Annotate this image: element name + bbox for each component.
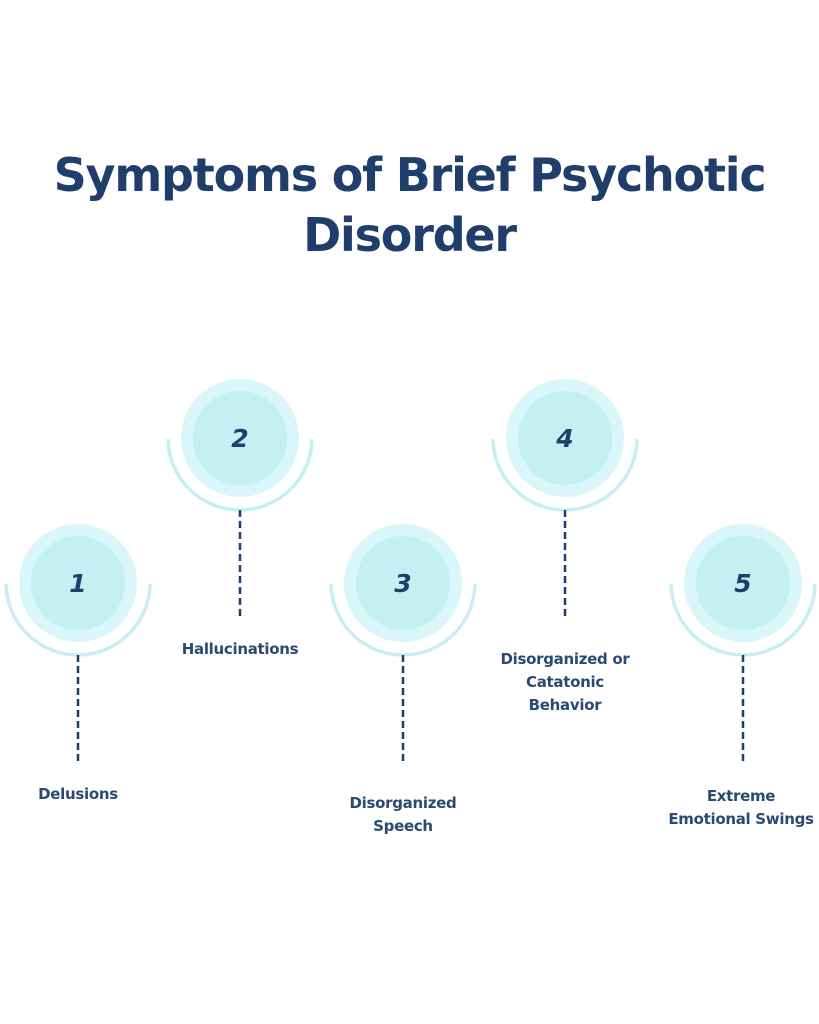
step-5-arc xyxy=(669,583,817,657)
step-4-arc xyxy=(491,438,639,512)
step-5-number: 5 xyxy=(734,569,751,598)
title-line-1: Symptoms of Brief Psychotic xyxy=(53,148,767,202)
step-4-inner-disc xyxy=(518,391,612,485)
step-2-inner-disc xyxy=(193,391,287,485)
step-3-number: 3 xyxy=(394,569,411,598)
step-1: 1 xyxy=(4,524,152,765)
step-4-number: 4 xyxy=(555,424,573,453)
step-1-number: 1 xyxy=(69,569,86,598)
step-3-inner-disc xyxy=(356,536,450,630)
step-5-label: Extreme Emotional Swings xyxy=(668,787,814,828)
step-5: 5 xyxy=(669,524,817,765)
title-line-2: Disorder xyxy=(303,208,517,262)
step-4-label: Disorganized or Catatonic Behavior xyxy=(500,650,630,714)
step-1-inner-disc xyxy=(31,536,125,630)
step-3: 3 xyxy=(329,524,477,765)
step-1-arc xyxy=(4,583,152,657)
step-1-label: Delusions xyxy=(38,785,118,803)
step-4: 4 xyxy=(491,379,639,620)
step-2-arc xyxy=(166,438,314,512)
step-2: 2 xyxy=(166,379,314,620)
step-5-inner-disc xyxy=(696,536,790,630)
step-2-number: 2 xyxy=(231,424,248,453)
step-3-arc xyxy=(329,583,477,657)
step-2-label: Hallucinations xyxy=(181,640,299,658)
page-title: Symptoms of Brief Psychotic Disorder xyxy=(0,145,819,265)
step-3-label: Disorganized Speech xyxy=(349,794,457,835)
